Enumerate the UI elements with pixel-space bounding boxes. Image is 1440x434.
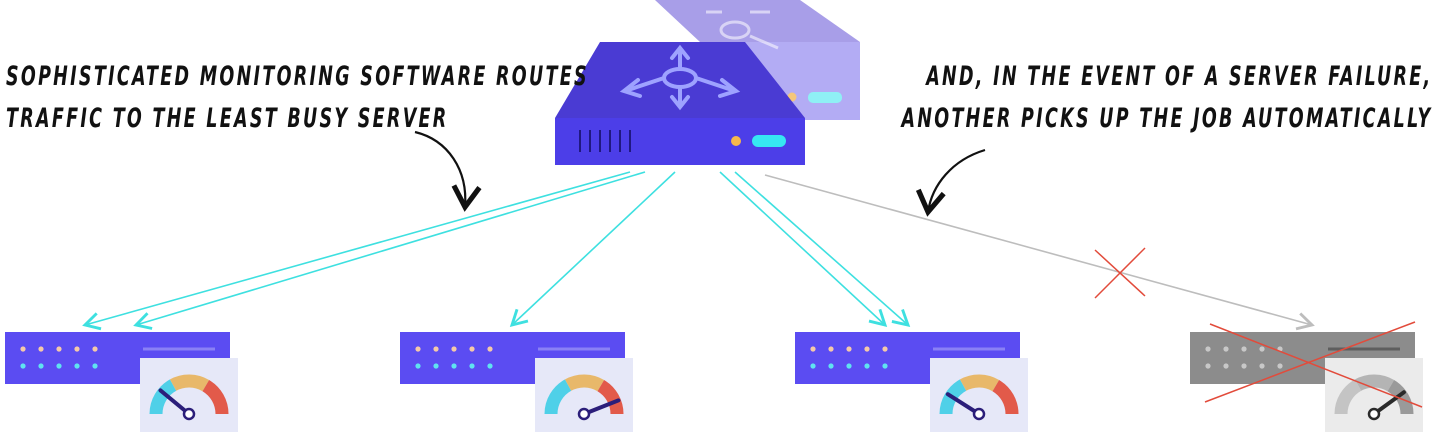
indicator-led bbox=[846, 346, 852, 352]
route-failure-cross bbox=[1094, 247, 1146, 299]
indicator-led bbox=[487, 363, 493, 369]
gauge-hub bbox=[972, 407, 986, 421]
gauge-segment bbox=[1334, 379, 1362, 415]
gauge-segment bbox=[202, 380, 229, 415]
indicator-led bbox=[864, 346, 870, 352]
server-failure-cross bbox=[1204, 321, 1423, 408]
power-led bbox=[731, 136, 741, 146]
primary-load-balancer bbox=[555, 42, 805, 165]
indicator-led bbox=[810, 346, 816, 352]
route-to-server-1b bbox=[133, 171, 646, 330]
indicator-led bbox=[882, 363, 888, 369]
left-annotation-line2: TRAFFIC TO THE LEAST BUSY SERVER bbox=[6, 103, 449, 134]
indicator-led bbox=[38, 363, 44, 369]
gauge-segment bbox=[1387, 380, 1414, 415]
indicator-led bbox=[433, 363, 439, 369]
indicator-led bbox=[846, 363, 852, 369]
indicator-led bbox=[92, 346, 98, 352]
gauge-segment bbox=[564, 374, 605, 392]
route-to-server-1a bbox=[82, 171, 631, 331]
indicator-led bbox=[56, 346, 62, 352]
gauge-segment bbox=[1354, 374, 1395, 392]
right-annotation-line1: AND, IN THE EVENT OF A SERVER FAILURE, bbox=[925, 61, 1432, 92]
gauge-hub bbox=[1367, 407, 1381, 421]
indicator-led bbox=[828, 363, 834, 369]
indicator-led bbox=[56, 363, 62, 369]
status-light bbox=[752, 135, 786, 147]
indicator-led bbox=[20, 346, 26, 352]
vent-slots bbox=[579, 130, 631, 152]
indicator-led bbox=[469, 363, 475, 369]
router-icon bbox=[619, 44, 741, 111]
indicator-led bbox=[828, 346, 834, 352]
indicator-led bbox=[1223, 363, 1229, 369]
indicator-led bbox=[1241, 346, 1247, 352]
indicator-led bbox=[38, 346, 44, 352]
indicator-led bbox=[1259, 346, 1265, 352]
gauge-hub bbox=[577, 407, 591, 421]
server-3 bbox=[795, 332, 1028, 432]
indicator-led bbox=[469, 346, 475, 352]
route-to-failed-server bbox=[764, 174, 1315, 331]
indicator-led bbox=[20, 363, 26, 369]
route-to-server-2 bbox=[509, 171, 676, 328]
indicator-led bbox=[882, 346, 888, 352]
indicator-led bbox=[74, 346, 80, 352]
gauge-segment bbox=[959, 374, 1000, 392]
route-to-server-3b bbox=[734, 171, 911, 327]
gauge-hub bbox=[182, 407, 196, 421]
indicator-led bbox=[1223, 346, 1229, 352]
indicator-led bbox=[433, 346, 439, 352]
left-annotation-line1: SOPHISTICATED MONITORING SOFTWARE ROUTES bbox=[6, 61, 589, 92]
indicator-led bbox=[451, 363, 457, 369]
indicator-led bbox=[74, 363, 80, 369]
gauge-segment bbox=[544, 379, 572, 415]
right-annotation-line2: ANOTHER PICKS UP THE JOB AUTOMATICALLY bbox=[901, 103, 1432, 134]
indicator-led bbox=[92, 363, 98, 369]
server-row bbox=[5, 321, 1423, 432]
indicator-led bbox=[1277, 363, 1283, 369]
gauge-segment bbox=[992, 380, 1019, 415]
indicator-led bbox=[1205, 363, 1211, 369]
route-to-server-3a bbox=[719, 171, 888, 328]
indicator-led bbox=[810, 363, 816, 369]
indicator-led bbox=[1241, 363, 1247, 369]
indicator-led bbox=[864, 363, 870, 369]
left-annotation-arrow bbox=[414, 130, 482, 212]
indicator-led bbox=[415, 363, 421, 369]
server-2 bbox=[400, 332, 633, 432]
right-annotation-arrow bbox=[915, 148, 986, 217]
indicator-led bbox=[451, 346, 457, 352]
traffic-routes bbox=[82, 171, 1315, 331]
gauge-segment bbox=[597, 380, 624, 415]
indicator-led bbox=[487, 346, 493, 352]
indicator-led bbox=[1259, 363, 1265, 369]
gauge-segment bbox=[169, 374, 210, 392]
indicator-led bbox=[415, 346, 421, 352]
failed-server bbox=[1190, 321, 1423, 432]
server-1 bbox=[5, 332, 238, 432]
standby-router-icon bbox=[706, 10, 779, 50]
gauge-segment bbox=[149, 379, 177, 415]
right-annotation: AND, IN THE EVENT OF A SERVER FAILURE, A… bbox=[901, 56, 1432, 140]
left-annotation: SOPHISTICATED MONITORING SOFTWARE ROUTES… bbox=[6, 56, 589, 140]
indicator-led bbox=[1205, 346, 1211, 352]
